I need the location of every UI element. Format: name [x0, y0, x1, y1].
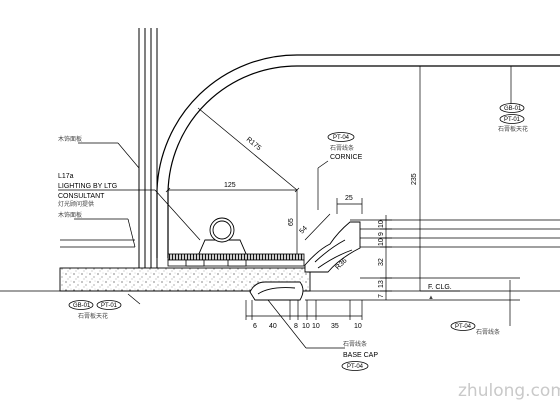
lighting-label-group: L17a LIGHTING BY LTG CONSULTANT 灯光顾问提供 [58, 173, 201, 241]
cornice-tag: PT-04 [333, 135, 350, 141]
lighting-cn: 灯光顾问提供 [58, 200, 94, 208]
left-tag2: PT-01 [101, 303, 118, 309]
dim-54-label: 54 [298, 225, 309, 236]
dim-25-label: 25 [345, 195, 353, 202]
dim-right-7: 7 [378, 294, 385, 298]
radius-label: R175 [245, 136, 262, 152]
dim-right-13: 13 [378, 280, 385, 288]
dim-bottom-4: 10 [312, 323, 320, 330]
dimension-25: 25 [336, 195, 363, 214]
dim-65-label: 65 [288, 218, 295, 226]
br-cn: 石膏线条 [476, 328, 500, 336]
dim-bottom-6: 10 [354, 323, 362, 330]
mid-left-cn: 木饰面板 [58, 211, 82, 219]
watermark: zhulong.com [458, 381, 560, 401]
dim-right-32: 32 [378, 258, 385, 266]
top-left-cn: 木饰面板 [58, 135, 82, 143]
fclg-label: F. CLG. [428, 284, 452, 291]
left-tag1: GB-01 [73, 303, 91, 309]
right-top-callout: GB-01 PT-01 石膏板天花 [498, 66, 528, 133]
dim-bottom-5: 35 [331, 323, 339, 330]
right-dimension-stack: 10 9 10 32 13 7 [378, 215, 392, 300]
dimension-235: 235 [411, 66, 421, 291]
br-tag: PT-04 [455, 324, 472, 330]
dim-bottom-1: 40 [269, 323, 277, 330]
light-fixture [197, 217, 248, 257]
fclg-cn: ▲ [428, 295, 434, 301]
radius-dimension: R175 [197, 107, 298, 191]
lighting-line2: CONSULTANT [58, 193, 105, 200]
dimension-54: 54 [298, 213, 331, 241]
right-tag1: GB-01 [504, 106, 522, 112]
wall-section [138, 28, 158, 268]
dim-right-9: 9 [378, 232, 385, 236]
base-cap-cn: 石膏线条 [343, 340, 367, 348]
dim-right-10: 10 [378, 220, 385, 228]
base-cap-label: BASE CAP [343, 352, 378, 359]
cornice-profile [304, 221, 361, 273]
cornice-cn: 石膏线条 [330, 144, 354, 152]
dim-bottom-2: 8 [294, 323, 298, 330]
fclg-marker: F. CLG. ▲ [420, 284, 460, 301]
cornice-callout: PT-04 石膏线条 CORNICE [317, 132, 363, 210]
right-cn: 石膏板天花 [498, 125, 528, 133]
ceiling-slab [167, 253, 305, 267]
base-cap-tag: PT-04 [347, 364, 364, 370]
base-cap-callout: 石膏线条 BASE CAP PT-04 [267, 299, 378, 371]
base-cap-profile [249, 281, 304, 301]
dimension-65: 65 [288, 190, 298, 255]
cornice-label: CORNICE [330, 154, 363, 161]
right-tag2: PT-01 [504, 117, 521, 123]
bottom-dimension-chain [245, 300, 363, 320]
mid-left-leader: 木饰面板 [58, 211, 136, 248]
top-left-leader: 木饰面板 [58, 135, 140, 169]
dim-bottom-3: 10 [302, 323, 310, 330]
lighting-code: L17a [58, 173, 74, 180]
dim-bottom-0: 6 [253, 323, 257, 330]
left-cn: 石膏板天花 [78, 312, 108, 320]
bottom-right-callout: PT-04 石膏线条 [450, 280, 511, 336]
dim-125-label: 125 [224, 182, 236, 189]
bottom-dimension-labels: 6 40 8 10 10 35 10 [253, 323, 362, 330]
dim-right-10b: 10 [378, 238, 385, 246]
left-bottom-callout: GB-01 PT-01 石膏板天花 [68, 293, 141, 320]
dim-235-label: 235 [411, 173, 418, 185]
curved-ceiling [156, 54, 560, 258]
lighting-line1: LIGHTING BY LTG [58, 183, 117, 190]
dimension-125: 125 [165, 182, 300, 193]
